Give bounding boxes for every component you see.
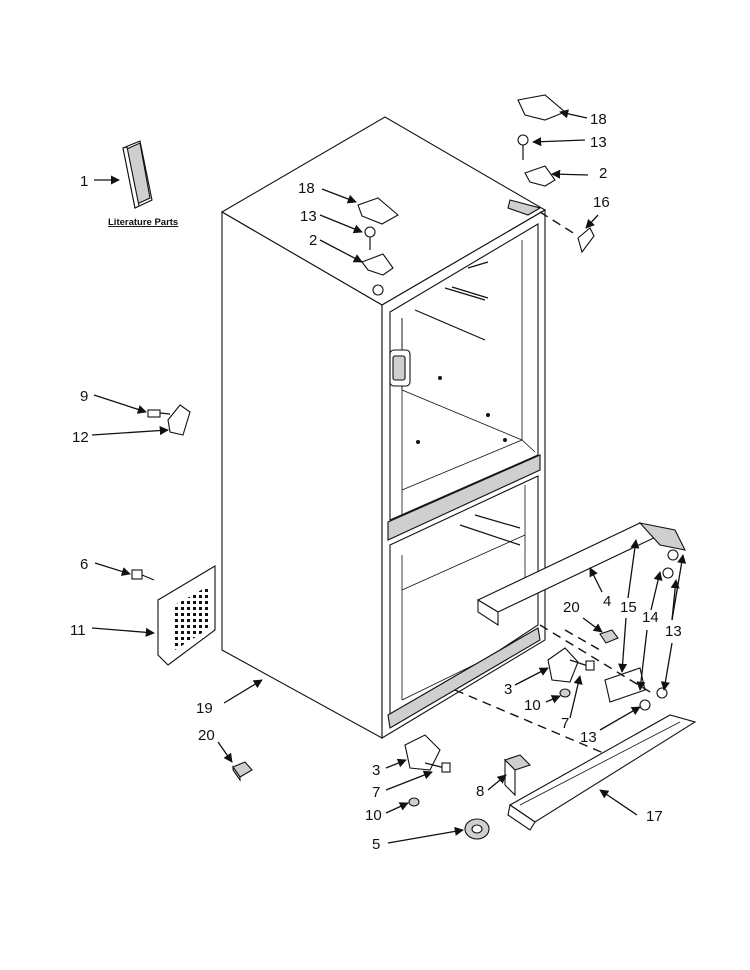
hinge-cover-icon <box>357 197 399 225</box>
callout-2: 2 <box>599 165 607 182</box>
callout-18: 18 <box>590 111 607 128</box>
callout-13: 13 <box>665 623 682 640</box>
hinge-cover-icon <box>517 94 567 121</box>
washer-icon <box>408 797 420 807</box>
callout-20: 20 <box>198 727 215 744</box>
roller-bracket-icon <box>404 734 441 771</box>
bolt-icon <box>424 762 451 773</box>
callout-12: 12 <box>72 429 89 446</box>
literature-parts-icon <box>122 140 153 209</box>
bolt-icon <box>656 687 668 699</box>
callout-10: 10 <box>365 807 382 824</box>
callout-3: 3 <box>372 762 380 779</box>
callout-8: 8 <box>476 783 484 800</box>
bolt-icon <box>569 659 595 671</box>
callout-7: 7 <box>561 715 569 732</box>
washer-icon <box>559 688 571 698</box>
callout-2: 2 <box>309 232 317 249</box>
bolt-icon <box>667 549 679 561</box>
callout-17: 17 <box>646 808 663 825</box>
callout-7: 7 <box>372 784 380 801</box>
callout-13: 13 <box>590 134 607 151</box>
bolt-icon <box>639 699 651 711</box>
callout-19: 19 <box>196 700 213 717</box>
base-grille-icon <box>508 714 697 823</box>
callout-14: 14 <box>642 609 659 626</box>
callout-9: 9 <box>80 388 88 405</box>
callout-11: 11 <box>70 622 86 639</box>
screw-icon <box>147 409 171 418</box>
callout-1: 1 <box>80 173 88 190</box>
callout-13: 13 <box>580 729 597 746</box>
screw-icon <box>364 226 376 250</box>
roller-bracket-icon <box>547 647 579 683</box>
door-stop-icon <box>577 227 595 254</box>
bolt-icon <box>662 567 674 579</box>
callout-13: 13 <box>300 208 317 225</box>
callout-10: 10 <box>524 697 541 714</box>
hinge-icon <box>361 253 394 276</box>
literature-parts-label: Literature Parts <box>108 217 178 228</box>
callout-20: 20 <box>563 599 580 616</box>
callout-4: 4 <box>603 593 611 610</box>
callout-6: 6 <box>80 556 88 573</box>
pad-icon <box>599 629 619 644</box>
callout-15: 15 <box>620 599 637 616</box>
callout-3: 3 <box>504 681 512 698</box>
hinge-icon <box>524 165 556 187</box>
callout-5: 5 <box>372 836 380 853</box>
callout-16: 16 <box>593 194 610 211</box>
bracket-icon <box>167 404 191 436</box>
screw-icon <box>517 134 529 160</box>
callout-18: 18 <box>298 180 315 197</box>
bracket-icon <box>604 667 646 703</box>
screw-icon <box>131 569 155 581</box>
